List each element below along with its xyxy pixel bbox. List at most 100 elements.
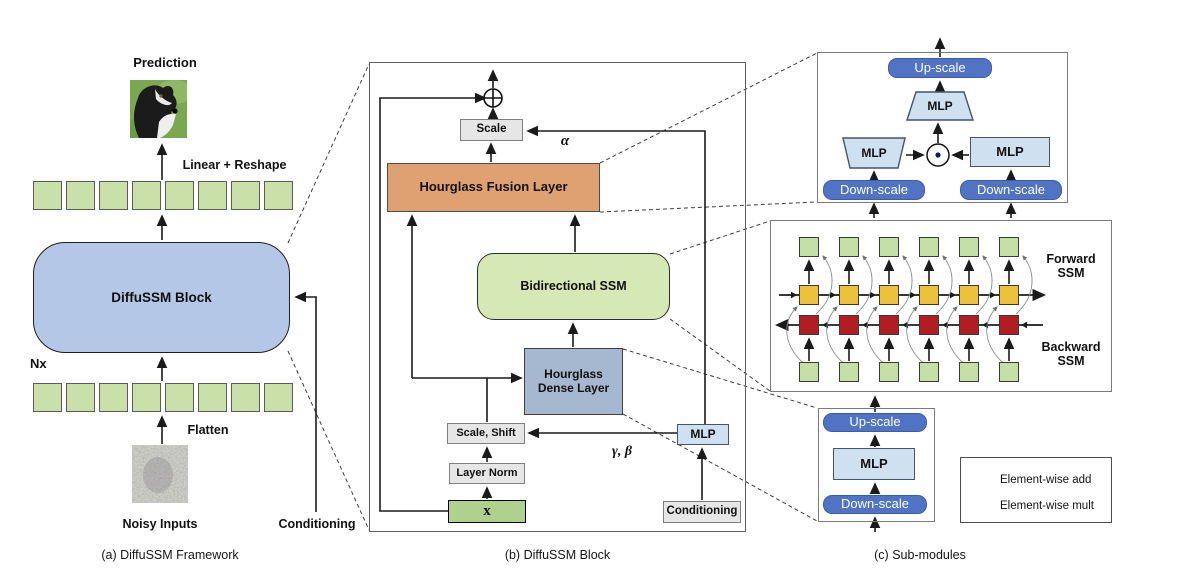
ssm-input-cell <box>879 362 899 382</box>
mlp-bottom-label: MLP <box>860 455 888 471</box>
ssm-backward-row <box>799 315 1019 335</box>
scale-shift-label: Scale, Shift <box>456 427 516 440</box>
token <box>99 181 128 210</box>
fusion-submodule-box <box>817 52 1068 203</box>
up-scale-bottom-label: Up-scale <box>849 414 901 430</box>
token <box>198 383 227 412</box>
conditioning-label-b: Conditioning <box>666 505 738 518</box>
token <box>264 383 293 412</box>
token <box>33 181 62 210</box>
conditioning-label-a: Conditioning <box>278 517 356 531</box>
layer-norm-label: Layer Norm <box>456 467 518 480</box>
up-scale-top: Up-scale <box>888 58 992 78</box>
dog-photo <box>124 80 192 142</box>
diffussm-block-panel <box>369 62 746 532</box>
noise-image <box>132 445 188 503</box>
alpha-label: α <box>560 133 570 149</box>
ssm-input-cell <box>839 362 859 382</box>
ssm-output-row <box>799 237 1019 257</box>
token <box>33 383 62 412</box>
ssm-output-cell <box>999 237 1019 257</box>
down-scale-right-label: Down-scale <box>977 181 1045 197</box>
bidirectional-ssm-box <box>770 220 1112 392</box>
ssm-output-cell <box>839 237 859 257</box>
mlp-left-label: MLP <box>861 146 887 160</box>
ssm-forward-cell <box>959 285 979 305</box>
ssm-backward-cell <box>879 315 899 335</box>
ssm-forward-cell <box>919 285 939 305</box>
mlp-right-box: MLP <box>970 137 1050 167</box>
legend-add-label: Element-wise add <box>1000 474 1092 486</box>
ssm-forward-row <box>799 285 1019 305</box>
nx-label: Nx <box>30 356 47 371</box>
hourglass-dense-label: Hourglass Dense Layer <box>537 366 610 395</box>
mlp-label-b: MLP <box>690 426 716 441</box>
ssm-backward-cell <box>999 315 1019 335</box>
bidirectional-ssm: Bidirectional SSM <box>477 253 670 320</box>
hourglass-dense-layer: Hourglass Dense Layer <box>524 348 623 415</box>
forward-ssm-label: Forward SSM <box>1046 252 1096 280</box>
prediction-label: Prediction <box>133 55 197 70</box>
scale-label: Scale <box>476 123 507 136</box>
hourglass-fusion-label: Hourglass Fusion Layer <box>419 179 568 195</box>
token <box>132 383 161 412</box>
scale-box: Scale <box>460 119 523 141</box>
down-scale-bottom: Down-scale <box>823 495 927 514</box>
mlp-right-label: MLP <box>996 143 1024 159</box>
scale-shift-box: Scale, Shift <box>447 423 525 444</box>
dense-submodule-box <box>818 408 935 522</box>
ssm-input-cell <box>919 362 939 382</box>
down-scale-bottom-label: Down-scale <box>841 496 909 512</box>
ssm-backward-cell <box>959 315 979 335</box>
token <box>231 181 260 210</box>
token <box>165 383 194 412</box>
ssm-output-cell <box>959 237 979 257</box>
diffussm-block: DiffuSSM Block <box>33 242 290 353</box>
ssm-output-cell <box>919 237 939 257</box>
down-scale-left-label: Down-scale <box>840 181 908 197</box>
up-scale-bottom: Up-scale <box>823 413 927 432</box>
linear-reshape-label: Linear + Reshape <box>182 158 287 172</box>
caption-a: (a) DiffuSSM Framework <box>101 548 239 562</box>
token-row-bottom <box>33 383 293 412</box>
noisy-inputs-label: Noisy Inputs <box>122 517 198 531</box>
hourglass-fusion-layer: Hourglass Fusion Layer <box>387 163 600 212</box>
ssm-forward-cell <box>879 285 899 305</box>
conditioning-box-b: Conditioning <box>663 501 741 523</box>
caption-b: (b) DiffuSSM Block <box>504 548 611 562</box>
layer-norm-box: Layer Norm <box>449 463 525 484</box>
mlp-bottom-box: MLP <box>833 448 915 480</box>
flatten-label: Flatten <box>187 423 229 437</box>
token <box>66 383 95 412</box>
ssm-forward-cell <box>799 285 819 305</box>
token <box>99 383 128 412</box>
ssm-backward-cell <box>799 315 819 335</box>
ssm-forward-cell <box>839 285 859 305</box>
ssm-output-cell <box>799 237 819 257</box>
diffussm-block-label: DiffuSSM Block <box>111 289 212 305</box>
mlp-mid-label: MLP <box>927 99 953 113</box>
ssm-output-cell <box>879 237 899 257</box>
backward-ssm-label: Backward SSM <box>1041 340 1101 368</box>
mlp-box-b: MLP <box>677 424 729 445</box>
bidirectional-ssm-label: Bidirectional SSM <box>520 279 627 294</box>
ssm-forward-cell <box>999 285 1019 305</box>
token <box>264 181 293 210</box>
token <box>165 181 194 210</box>
ssm-input-cell <box>999 362 1019 382</box>
legend-box <box>960 457 1112 523</box>
token-row-top <box>33 181 293 210</box>
noisy-input-image <box>132 445 188 503</box>
token <box>132 181 161 210</box>
gamma-beta-label: γ, β <box>612 444 632 459</box>
legend-mult-label: Element-wise mult <box>1000 500 1094 512</box>
down-scale-right: Down-scale <box>960 180 1062 200</box>
ssm-input-cell <box>959 362 979 382</box>
down-scale-left: Down-scale <box>823 180 925 200</box>
x-label: x <box>483 502 491 519</box>
caption-c: (c) Sub-modules <box>874 548 966 562</box>
ssm-input-cell <box>799 362 819 382</box>
ssm-input-row <box>799 362 1019 382</box>
ssm-backward-cell <box>839 315 859 335</box>
